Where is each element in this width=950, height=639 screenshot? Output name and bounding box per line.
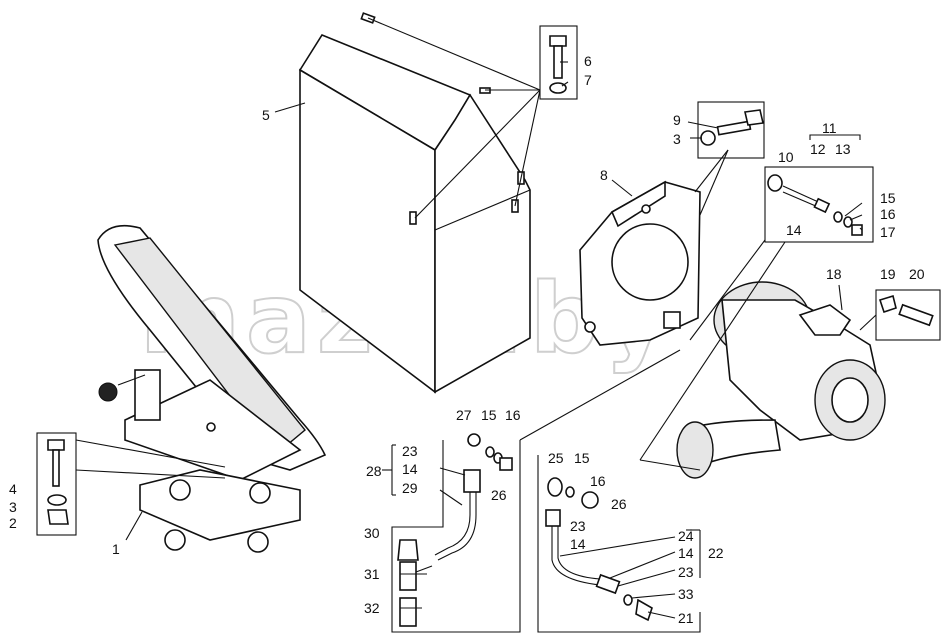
fastener-box-19-20: [875, 289, 941, 341]
callout-labels: 1 2 3 3 4 5 6 7 8 9 10 11 12 13 14 15 16…: [9, 53, 925, 626]
fastener-box-10-17: [764, 166, 874, 243]
callout-23: 23: [402, 443, 418, 459]
callout-16: 16: [505, 407, 521, 423]
callout-24: 24: [678, 528, 694, 544]
callout-16: 16: [880, 206, 896, 222]
callout-27: 27: [456, 407, 472, 423]
fastener-box-9-3: [697, 101, 765, 159]
callout-3: 3: [9, 499, 17, 515]
pedal-assembly: [97, 224, 327, 553]
callout-32: 32: [364, 600, 380, 616]
callout-14: 14: [678, 545, 694, 561]
callout-21: 21: [678, 610, 694, 626]
callout-30: 30: [364, 525, 380, 541]
callout-18: 18: [826, 266, 842, 282]
fastener-box-2-4: [36, 432, 77, 536]
callout-4: 4: [9, 481, 17, 497]
callout-14: 14: [786, 222, 802, 238]
callout-15: 15: [574, 450, 590, 466]
callout-5: 5: [262, 107, 270, 123]
callout-19: 19: [880, 266, 896, 282]
callout-17: 17: [880, 224, 896, 240]
callout-22: 22: [708, 545, 724, 561]
callout-2: 2: [9, 515, 17, 531]
callout-12: 12: [810, 141, 826, 157]
assembly-leader-lines: [75, 17, 877, 479]
callout-11: 11: [822, 120, 837, 136]
callout-23: 23: [570, 518, 586, 534]
callout-15: 15: [481, 407, 497, 423]
callout-15: 15: [880, 190, 896, 206]
callout-leaders: [125, 61, 863, 619]
fastener-box-6-7: [539, 25, 578, 100]
callout-26: 26: [611, 496, 627, 512]
cover-housing: [298, 12, 531, 394]
callout-14: 14: [570, 536, 586, 552]
left-tube-group: [391, 433, 521, 633]
callout-14: 14: [402, 461, 418, 477]
callout-1: 1: [112, 541, 120, 557]
callout-33: 33: [678, 586, 694, 602]
right-tube-group: [537, 455, 701, 633]
callout-25: 25: [548, 450, 564, 466]
callout-26: 26: [491, 487, 507, 503]
bracket-plate: [579, 180, 701, 346]
callout-9: 9: [673, 112, 681, 128]
group-brackets: [392, 134, 861, 496]
callout-28: 28: [366, 463, 382, 479]
callout-16: 16: [590, 473, 606, 489]
callout-13: 13: [835, 141, 851, 157]
callout-8: 8: [600, 167, 608, 183]
callout-3: 3: [673, 131, 681, 147]
callout-23: 23: [678, 564, 694, 580]
callout-7: 7: [584, 72, 592, 88]
callout-6: 6: [584, 53, 592, 69]
callout-10: 10: [778, 149, 794, 165]
horn-assembly: [676, 281, 886, 479]
callout-29: 29: [402, 480, 418, 496]
callout-20: 20: [909, 266, 925, 282]
callout-31: 31: [364, 566, 380, 582]
